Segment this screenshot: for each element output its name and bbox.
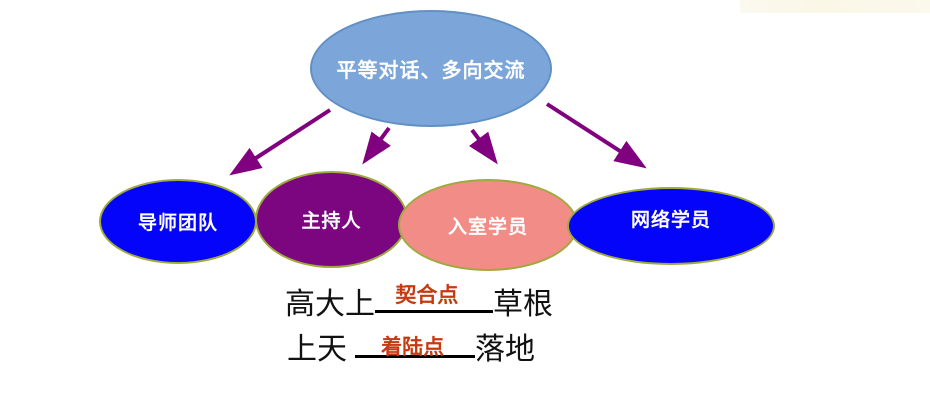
node-mentor-team: 导师团队 [99,179,257,264]
relation-1-connector-line: 契合点 [375,283,493,313]
node-equal-dialogue: 平等对话、多向交流 [310,10,552,127]
watermark [740,0,930,13]
relation-1-right-term: 草根 [493,288,553,321]
arrow-to-mentor-team [229,108,332,176]
relation-2-left-term: 上天 [287,333,347,366]
node-equal-dialogue-label: 平等对话、多向交流 [336,60,526,82]
node-resident-trainee: 入室学员 [398,179,578,271]
node-host: 主持人 [255,171,408,268]
arrow-to-resident-trainee [469,128,498,165]
relation-row-landing-point: 上天 着陆点 落地 [287,332,535,368]
node-mentor-team-label: 导师团队 [137,213,218,234]
node-online-trainee-label: 网络学员 [630,209,711,231]
node-resident-trainee-label: 入室学员 [447,216,528,238]
relation-1-left-term: 高大上 [285,288,375,321]
relation-2-connector-line: 着陆点 [355,332,475,358]
arrow-to-host [362,126,391,165]
relation-1-label: 契合点 [395,283,459,307]
relation-2-label: 着陆点 [381,335,445,359]
node-online-trainee: 网络学员 [567,187,775,265]
relation-row-fit-point: 高大上 契合点 草根 [285,283,553,323]
arrow-to-online-trainee [545,102,647,169]
node-host-label: 主持人 [301,211,362,232]
relation-2-right-term: 落地 [475,333,535,366]
